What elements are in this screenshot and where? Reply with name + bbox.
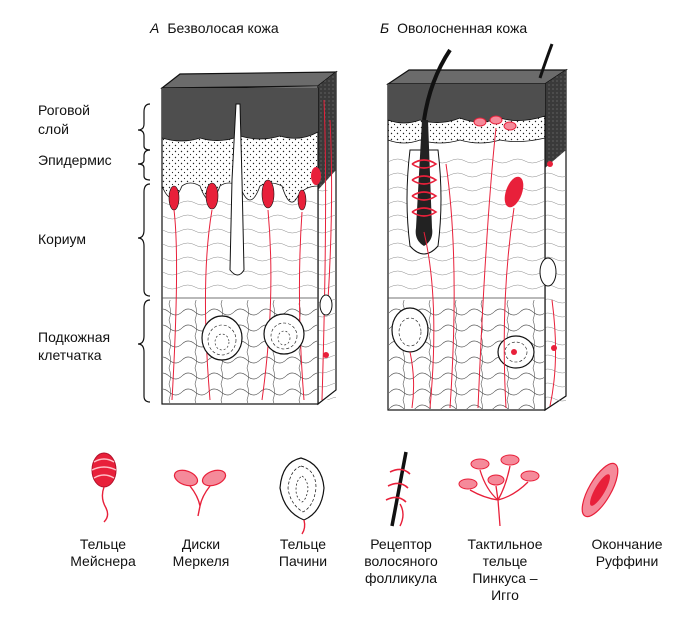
label-epidermis: Эпидермис (38, 152, 112, 168)
title-hairy-skin: Б Оволосненная кожа (380, 20, 527, 37)
pacini-in-block (201, 313, 305, 361)
block-hairy (386, 43, 568, 412)
caption-merkel: Диски Меркеля (146, 536, 256, 570)
caption-merkel-line1: Диски (181, 536, 221, 552)
caption-pinkus-iggo-line4: Игго (491, 587, 519, 603)
title-hairless-skin: А Безволосая кожа (150, 20, 279, 37)
caption-hair-follicle-line2: волосяного (364, 553, 438, 569)
title-letter-a: А (150, 20, 160, 36)
caption-pinkus-iggo: Тактильное тельце Пинкуса – Игго (450, 536, 560, 604)
caption-pinkus-iggo-line2: тельце (482, 553, 528, 569)
meissner-in-block (168, 179, 307, 211)
title-letter-b: Б (380, 20, 390, 36)
caption-pacini-line1: Тельце (279, 536, 327, 552)
merkel-in-block (473, 115, 517, 131)
caption-merkel-line2: Меркеля (172, 553, 230, 569)
caption-ruffini: Окончание Руффини (572, 536, 682, 570)
caption-meissner-line1: Тельце (79, 536, 127, 552)
bracket-subcutis (137, 299, 151, 403)
caption-hair-follicle-line3: фолликула (364, 570, 438, 586)
merkel-discs-icon (173, 469, 227, 517)
label-subcutis-2: клетчатка (38, 347, 102, 363)
bracket-epidermis (137, 149, 151, 181)
caption-meissner-line2: Мейснера (70, 553, 136, 569)
nerves-b (409, 127, 557, 409)
caption-ruffini-line1: Окончание (591, 536, 663, 552)
label-stratum-corneum-2: слой (38, 121, 69, 137)
pacini-corpuscle-icon (279, 457, 325, 535)
caption-meissner: Тельце Мейснера (48, 536, 158, 570)
caption-pinkus-iggo-line3: Пинкуса – (472, 570, 538, 586)
block-hairless (160, 70, 338, 406)
caption-pinkus-iggo-line1: Тактильное (467, 536, 543, 552)
title-text-b: Оволосненная кожа (397, 20, 528, 36)
ruffini-ending-icon (581, 462, 619, 518)
title-text-a: Безволосая кожа (167, 20, 279, 36)
caption-ruffini-line2: Руффини (595, 553, 659, 569)
bracket-dermis (137, 183, 151, 297)
follicle-coil (411, 159, 438, 217)
layer-brackets (137, 103, 151, 403)
caption-hair-follicle-line1: Рецептор (370, 536, 432, 552)
caption-pacini: Тельце Пачини (248, 536, 358, 570)
caption-hair-follicle: Рецептор волосяного фолликула (346, 536, 456, 587)
pinkus-iggo-corpuscle-icon (458, 454, 540, 527)
label-dermis: Кориум (38, 231, 87, 247)
meissner-corpuscle-icon (91, 452, 117, 523)
hair-follicle-receptor-icon (385, 451, 411, 527)
caption-pacini-line2: Пачини (278, 553, 328, 569)
label-subcutis-1: Подкожная (38, 329, 111, 345)
label-stratum-corneum-1: Роговой (38, 102, 90, 118)
nerves-a (171, 99, 333, 401)
bracket-stratum (137, 103, 151, 151)
